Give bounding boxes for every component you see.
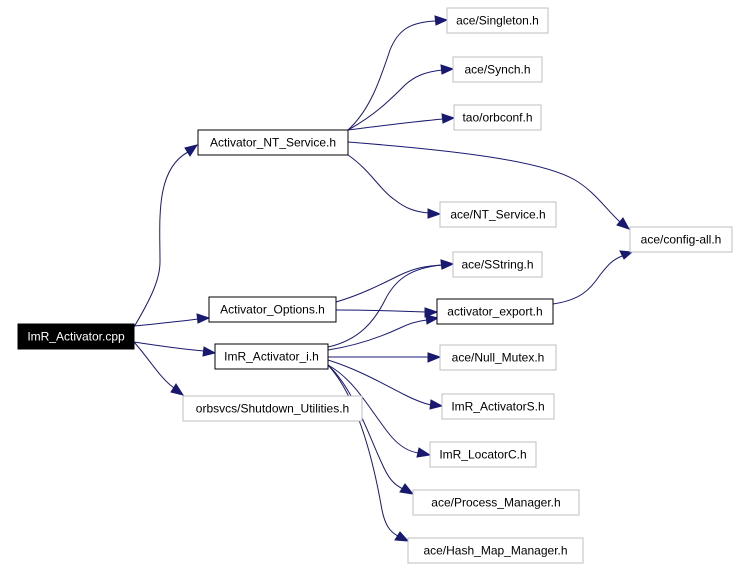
node-label: ace/Hash_Map_Manager.h bbox=[423, 544, 567, 558]
edge-options-to-sstring bbox=[335, 264, 443, 303]
node-activator-nt-service-h[interactable]: Activator_NT_Service.h bbox=[197, 129, 349, 156]
edge-options-to-activator-export bbox=[335, 309, 427, 313]
edge-imr-i-to-imr-activators bbox=[327, 359, 432, 406]
node-ace-process-manager-h[interactable]: ace/Process_Manager.h bbox=[412, 489, 580, 516]
arrowhead bbox=[440, 259, 455, 270]
node-label: Activator_Options.h bbox=[220, 303, 325, 317]
arrowhead bbox=[202, 346, 217, 357]
arrowhead bbox=[424, 307, 439, 318]
edge-imr-i-to-hash-map-manager bbox=[327, 364, 399, 537]
node-label: ace/NT_Service.h bbox=[450, 208, 545, 222]
node-label: ImR_Activator_i.h bbox=[224, 350, 319, 364]
edge-root-to-imr-activator-i bbox=[133, 341, 205, 352]
node-activator-export-h[interactable]: activator_export.h bbox=[436, 298, 554, 325]
node-label: Activator_NT_Service.h bbox=[210, 136, 336, 150]
node-label: ImR_LocatorC.h bbox=[439, 448, 526, 462]
node-label: ace/SString.h bbox=[461, 258, 533, 272]
node-ace-nt-service-h[interactable]: ace/NT_Service.h bbox=[439, 201, 557, 228]
edge-nt-service-to-synch bbox=[347, 69, 443, 131]
node-imr-activator-i-h[interactable]: ImR_Activator_i.h bbox=[214, 343, 329, 370]
node-label: ace/Singleton.h bbox=[456, 14, 539, 28]
edge-root-to-activator-nt-service bbox=[133, 151, 189, 328]
edge-root-to-activator-options bbox=[133, 318, 199, 327]
node-imr-locatorc-h[interactable]: ImR_LocatorC.h bbox=[429, 441, 537, 468]
edge-imr-i-to-activator-export bbox=[327, 319, 428, 351]
node-ace-config-all-h[interactable]: ace/config-all.h bbox=[629, 226, 733, 253]
node-label: ImR_ActivatorS.h bbox=[451, 400, 544, 414]
arrowhead bbox=[184, 144, 199, 157]
node-label: activator_export.h bbox=[447, 305, 542, 319]
edge-export-to-config-all bbox=[552, 255, 623, 305]
node-label: ace/Synch.h bbox=[464, 63, 530, 77]
arrowhead bbox=[394, 531, 410, 542]
edge-imr-i-to-imr-locatorc bbox=[327, 364, 420, 454]
node-ace-null-mutex-h[interactable]: ace/Null_Mutex.h bbox=[439, 344, 557, 371]
edge-nt-service-to-ace-nt-service bbox=[347, 154, 430, 214]
edge-imr-i-to-process-manager bbox=[327, 364, 404, 490]
nodes: ImR_Activator.cpp Activator_NT_Service.h… bbox=[17, 7, 733, 564]
node-label: ImR_Activator.cpp bbox=[27, 330, 125, 344]
edge-nt-service-to-orbconf bbox=[347, 118, 444, 131]
arrowhead bbox=[429, 399, 444, 410]
edge-nt-service-to-config-all bbox=[347, 141, 621, 223]
node-tao-orbconf-h[interactable]: tao/orbconf.h bbox=[453, 104, 542, 131]
node-shutdown-utilities-h[interactable]: orbsvcs/Shutdown_Utilities.h bbox=[182, 395, 363, 422]
edges bbox=[133, 15, 634, 542]
node-imr-activators-h[interactable]: ImR_ActivatorS.h bbox=[441, 393, 555, 420]
node-label: ace/config-all.h bbox=[641, 233, 722, 247]
node-label: tao/orbconf.h bbox=[462, 111, 532, 125]
node-ace-synch-h[interactable]: ace/Synch.h bbox=[452, 56, 543, 83]
node-ace-singleton-h[interactable]: ace/Singleton.h bbox=[446, 7, 549, 34]
node-label: orbsvcs/Shutdown_Utilities.h bbox=[196, 402, 349, 416]
node-imr-activator-cpp[interactable]: ImR_Activator.cpp bbox=[17, 323, 135, 350]
arrowhead bbox=[427, 208, 442, 219]
arrowhead bbox=[440, 64, 455, 75]
arrowhead bbox=[170, 383, 185, 396]
edge-nt-service-to-singleton bbox=[347, 20, 437, 131]
edge-imr-i-to-sstring bbox=[327, 264, 443, 348]
node-ace-sstring-h[interactable]: ace/SString.h bbox=[452, 251, 543, 278]
arrowhead bbox=[434, 15, 449, 26]
arrowhead bbox=[619, 250, 634, 260]
node-label: ace/Null_Mutex.h bbox=[452, 351, 545, 365]
node-label: ace/Process_Manager.h bbox=[431, 496, 560, 510]
node-ace-hash-map-manager-h[interactable]: ace/Hash_Map_Manager.h bbox=[407, 537, 584, 564]
arrowhead bbox=[441, 113, 456, 124]
arrowhead bbox=[196, 313, 211, 324]
node-activator-options-h[interactable]: Activator_Options.h bbox=[208, 296, 337, 323]
arrowhead bbox=[427, 352, 442, 363]
arrowhead bbox=[416, 447, 432, 458]
edge-root-to-shutdown-utilities bbox=[133, 341, 175, 389]
arrowhead bbox=[399, 483, 415, 495]
arrowhead bbox=[425, 314, 440, 325]
arrowhead bbox=[616, 217, 631, 230]
